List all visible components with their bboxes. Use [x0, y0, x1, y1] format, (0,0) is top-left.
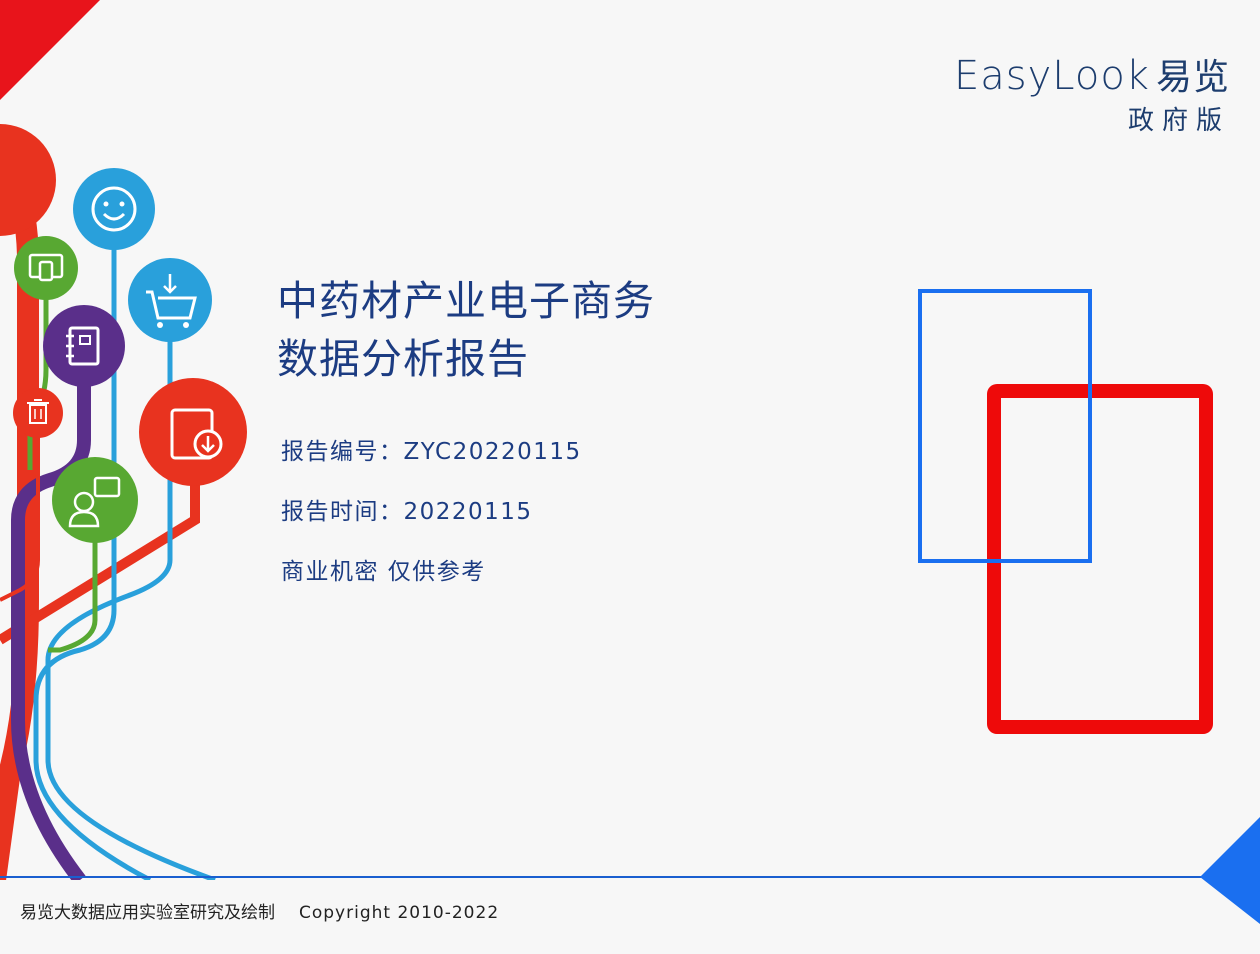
tree-illustration [0, 110, 260, 880]
report-title: 中药材产业电子商务 数据分析报告 [277, 272, 655, 388]
corner-decoration [0, 0, 100, 100]
footer-copyright: Copyright 2010-2022 [299, 903, 499, 923]
decor-blue-rectangle [918, 289, 1092, 563]
footer-divider [0, 876, 1216, 878]
footer: 易览大数据应用实验室研究及绘制 Copyright 2010-2022 [20, 898, 499, 923]
report-date: 报告时间：20220115 [281, 492, 533, 526]
smiley-icon [73, 168, 155, 250]
report-date-label: 报告时间： [281, 499, 404, 525]
confidential-note: 商业机密 仅供参考 [281, 552, 486, 586]
corner-decoration-bottom-right [1200, 817, 1260, 924]
trash-icon [13, 388, 63, 438]
report-title-line1: 中药材产业电子商务 [277, 272, 655, 330]
customer-service-icon [52, 457, 138, 543]
notebook-icon [43, 305, 125, 387]
report-number-label: 报告编号： [281, 439, 404, 465]
report-number: 报告编号：ZYC20220115 [281, 432, 582, 466]
logo-wordmark-cn: 易览 [1156, 57, 1230, 98]
report-date-value: 20220115 [404, 499, 533, 525]
report-title-line2: 数据分析报告 [277, 330, 655, 388]
logo-wordmark: EasyLook [954, 53, 1150, 99]
decor-circle-red [0, 124, 56, 236]
report-number-value: ZYC20220115 [404, 439, 582, 465]
edition-label: 政府版 [1128, 100, 1230, 137]
document-download-icon [139, 378, 247, 486]
mobile-device-icon [14, 236, 78, 300]
shopping-cart-icon [128, 258, 212, 342]
footer-lab: 易览大数据应用实验室研究及绘制 [20, 903, 275, 923]
